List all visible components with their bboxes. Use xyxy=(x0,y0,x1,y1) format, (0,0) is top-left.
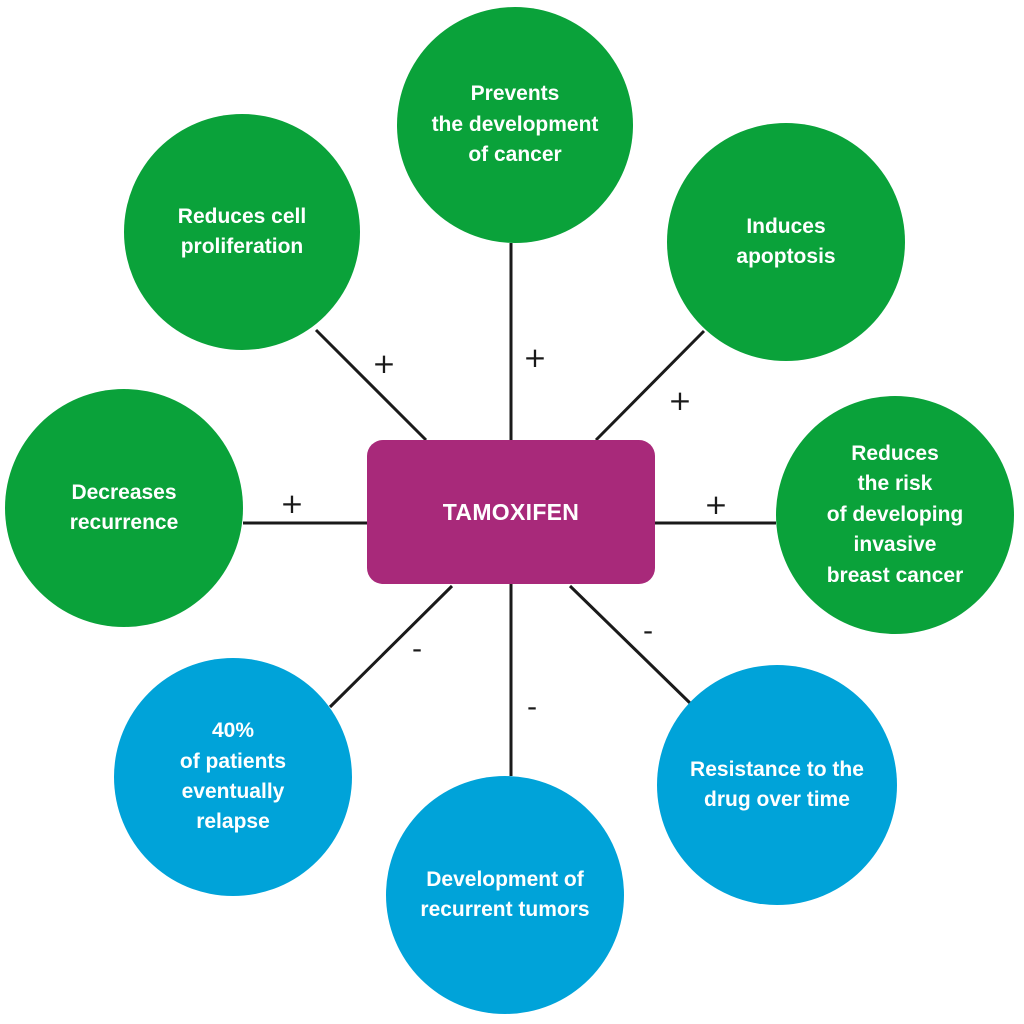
effect-label: Resistance to the drug over time xyxy=(690,757,864,811)
tamoxifen-hub: TAMOXIFEN xyxy=(367,440,655,584)
effect-node-prevents-development: Prevents the development of cancer xyxy=(397,7,633,243)
hub-label: TAMOXIFEN xyxy=(442,498,580,525)
effect-sign-patients-relapse: - xyxy=(411,631,423,665)
connector-resistance-over-time xyxy=(568,584,693,706)
effect-label: Reduces the risk of developing invasive … xyxy=(826,441,964,587)
effect-node-resistance-over-time: Resistance to the drug over time xyxy=(657,665,897,905)
effect-label: 40% of patients eventually relapse xyxy=(179,719,287,834)
effect-label: Reduces cell proliferation xyxy=(177,204,307,258)
effect-node-decreases-recurrence: Decreases recurrence xyxy=(5,389,243,627)
effect-label: Induces apoptosis xyxy=(736,214,836,268)
effect-sign-resistance-over-time: - xyxy=(642,613,654,647)
effect-sign-reduces-proliferation: + xyxy=(372,346,396,380)
effect-label: Prevents the development of cancer xyxy=(431,82,599,167)
effect-node-reduces-risk: Reduces the risk of developing invasive … xyxy=(776,396,1014,634)
effect-node-patients-relapse: 40% of patients eventually relapse xyxy=(114,658,352,896)
effect-sign-prevents-development: + xyxy=(523,340,547,374)
effect-node-induces-apoptosis: Induces apoptosis xyxy=(667,123,905,361)
effect-sign-reduces-risk: + xyxy=(704,487,728,521)
connector-reduces-proliferation xyxy=(314,328,428,442)
effect-sign-induces-apoptosis: + xyxy=(668,383,692,417)
connector-patients-relapse xyxy=(328,584,454,709)
effect-sign-recurrent-tumors: - xyxy=(526,689,538,723)
effect-node-reduces-proliferation: Reduces cell proliferation xyxy=(124,114,360,350)
effect-node-recurrent-tumors: Development of recurrent tumors xyxy=(386,776,624,1014)
connector-induces-apoptosis xyxy=(594,329,706,442)
effect-label: Decreases recurrence xyxy=(69,480,179,534)
effect-label: Development of recurrent tumors xyxy=(420,867,590,921)
effect-sign-decreases-recurrence: + xyxy=(280,486,304,520)
